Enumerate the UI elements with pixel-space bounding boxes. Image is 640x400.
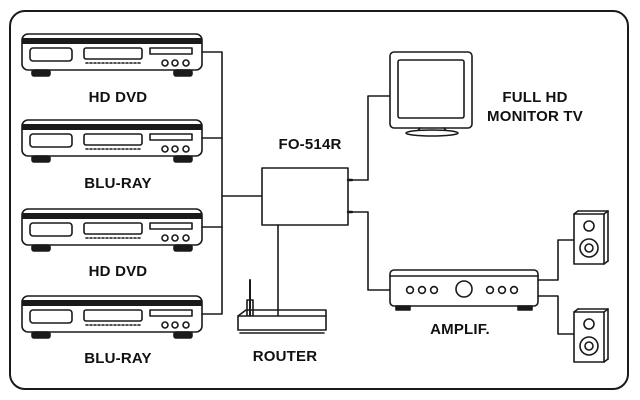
tv-label-line1: FULL HD — [502, 89, 568, 106]
speaker-bottom — [573, 308, 609, 363]
router-label: ROUTER — [252, 348, 318, 365]
player-label-4: BLU-RAY — [84, 350, 152, 367]
monitor-tv-device — [389, 51, 473, 137]
player-label-2: BLU-RAY — [84, 175, 152, 192]
router-device — [237, 279, 327, 334]
speaker-connection-lines — [537, 239, 575, 335]
hub-connection-lines — [277, 95, 391, 323]
tv-label: FULL HD MONITOR TV — [470, 88, 600, 126]
amplifier-label: AMPLIF. — [430, 321, 490, 338]
amplifier-device — [389, 269, 539, 311]
tv-label-line2: MONITOR TV — [487, 108, 583, 125]
player-label-1: HD DVD — [88, 89, 148, 106]
speaker-top — [573, 210, 609, 265]
player-connection-lines — [201, 51, 263, 315]
hub-fo-514r — [261, 167, 354, 226]
player-device-2 — [21, 119, 203, 163]
player-device-3 — [21, 208, 203, 252]
player-device-1 — [21, 33, 203, 77]
player-label-3: HD DVD — [88, 263, 148, 280]
diagram-frame — [9, 10, 629, 390]
hub-label: FO-514R — [278, 136, 342, 153]
player-device-4 — [21, 295, 203, 339]
